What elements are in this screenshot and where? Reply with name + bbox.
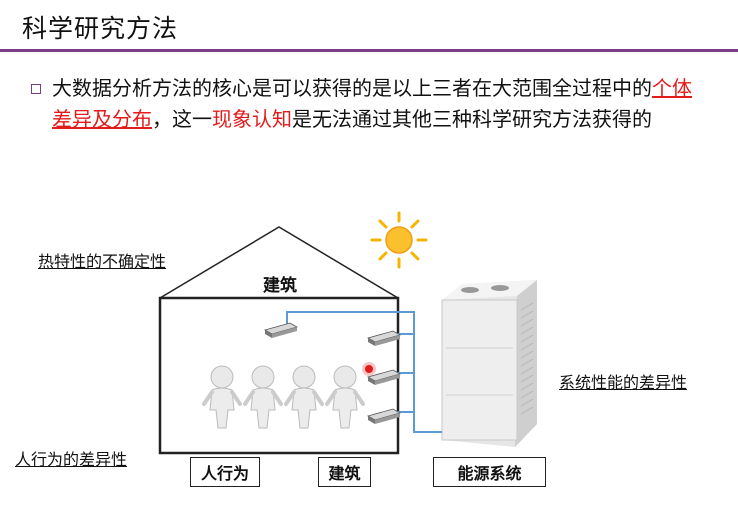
title-divider xyxy=(0,49,738,52)
bullet-text-part1: 大数据分析方法的核心是可以获得的是以上三者在大范围全过程中的 xyxy=(52,76,652,100)
thermal-uncertainty-label: 热特性的不确定性 xyxy=(38,252,167,271)
bullet-text-part3: 是无法通过其他三种科学研究方法获得的 xyxy=(292,107,652,131)
bullet-text: 大数据分析方法的核心是可以获得的是以上三者在大范围全过程中的个体差异及分布，这一… xyxy=(52,73,702,135)
person-icon xyxy=(243,365,283,429)
indoor-unit-icon xyxy=(366,369,402,385)
person-icon xyxy=(202,365,242,429)
sun-icon xyxy=(370,211,428,269)
bullet-square-icon xyxy=(31,84,41,94)
indoor-unit-icon xyxy=(366,408,402,424)
house-body xyxy=(158,296,400,455)
person-icon xyxy=(325,365,365,429)
outdoor-ac-unit-icon xyxy=(441,280,537,447)
human-behavior-diff-label: 人行为的差异性 xyxy=(15,450,128,469)
house-roof xyxy=(159,226,399,299)
indoor-unit-icon xyxy=(263,322,299,338)
red-indicator-dot-icon xyxy=(362,362,376,376)
person-icon xyxy=(284,365,324,429)
energy-system-box: 能源系统 xyxy=(433,457,546,487)
indoor-unit-icon xyxy=(366,330,402,346)
building-title: 建筑 xyxy=(263,276,297,296)
system-perf-diff-label: 系统性能的差异性 xyxy=(559,373,688,392)
highlight-individual-differences: 个体差异及分布 xyxy=(52,76,692,131)
highlight-phenomenon-cognition: 现象认知 xyxy=(212,107,292,131)
slide-title: 科学研究方法 xyxy=(22,14,179,43)
human-behavior-box: 人行为 xyxy=(190,457,260,487)
bullet-text-part2: ，这一 xyxy=(152,107,212,131)
building-box: 建筑 xyxy=(318,457,371,487)
